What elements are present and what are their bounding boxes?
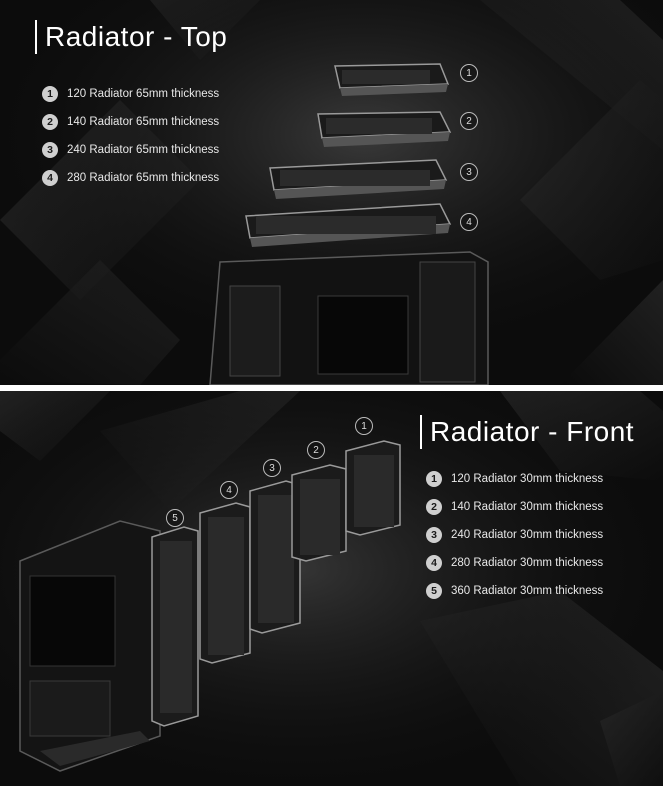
list-item: 2 140 Radiator 30mm thickness bbox=[426, 493, 603, 521]
number-badge: 3 bbox=[42, 142, 58, 158]
number-badge: 1 bbox=[426, 471, 442, 487]
spec-label: 120 Radiator 65mm thickness bbox=[67, 88, 220, 100]
number-badge: 2 bbox=[42, 114, 58, 130]
spec-list-top: 1 120 Radiator 65mm thickness 2 140 Radiat… bbox=[42, 80, 219, 192]
radiator-140-icon bbox=[317, 111, 452, 147]
number-badge: 2 bbox=[426, 499, 442, 515]
number-badge: 1 bbox=[42, 86, 58, 102]
title-group-front: Radiator - Front bbox=[420, 415, 634, 449]
radiator-120-icon bbox=[345, 440, 401, 536]
spec-label: 240 Radiator 65mm thickness bbox=[67, 144, 220, 156]
radiator-front-panel: Radiator - Front 1 120 Radiator 30mm thic… bbox=[0, 391, 663, 786]
radiator-280-icon bbox=[245, 203, 452, 247]
radiator-top-panel: Radiator - Top 1 120 Radiator 65mm thickn… bbox=[0, 0, 663, 385]
number-badge: 3 bbox=[426, 527, 442, 543]
list-item: 3 240 Radiator 65mm thickness bbox=[42, 136, 219, 164]
title-group-top: Radiator - Top bbox=[35, 20, 227, 54]
spec-label: 120 Radiator 30mm thickness bbox=[451, 473, 604, 485]
number-badge: 4 bbox=[42, 170, 58, 186]
radiator-front-illustration bbox=[19, 440, 401, 772]
callout-4: 4 bbox=[460, 213, 478, 231]
radiator-360-icon bbox=[151, 526, 199, 727]
number-badge: 5 bbox=[426, 583, 442, 599]
list-item: 5 360 Radiator 30mm thickness bbox=[426, 577, 603, 605]
list-item: 3 240 Radiator 30mm thickness bbox=[426, 521, 603, 549]
callout-4: 4 bbox=[220, 481, 238, 499]
callout-3: 3 bbox=[460, 163, 478, 181]
callout-1: 1 bbox=[460, 64, 478, 82]
callout-2: 2 bbox=[460, 112, 478, 130]
radiator-240-icon bbox=[249, 480, 301, 634]
spec-label: 140 Radiator 30mm thickness bbox=[451, 501, 604, 513]
spec-label: 280 Radiator 30mm thickness bbox=[451, 557, 604, 569]
spec-label: 280 Radiator 65mm thickness bbox=[67, 172, 220, 184]
page-title-top: Radiator - Top bbox=[45, 21, 228, 52]
title-accent-bar bbox=[420, 415, 422, 449]
list-item: 4 280 Radiator 65mm thickness bbox=[42, 164, 219, 192]
callout-3: 3 bbox=[263, 459, 281, 477]
title-accent-bar bbox=[35, 20, 37, 54]
number-badge: 4 bbox=[426, 555, 442, 571]
radiator-280-icon bbox=[199, 502, 251, 664]
spec-label: 140 Radiator 65mm thickness bbox=[67, 116, 220, 128]
list-item: 1 120 Radiator 65mm thickness bbox=[42, 80, 219, 108]
radiator-240-icon bbox=[269, 159, 448, 199]
radiator-stack-illustration bbox=[209, 63, 489, 385]
list-item: 4 280 Radiator 30mm thickness bbox=[426, 549, 603, 577]
spec-label: 360 Radiator 30mm thickness bbox=[451, 585, 604, 597]
callout-1: 1 bbox=[355, 417, 373, 435]
callout-2: 2 bbox=[307, 441, 325, 459]
callout-5: 5 bbox=[166, 509, 184, 527]
radiator-140-icon bbox=[291, 464, 347, 562]
panel-divider bbox=[0, 385, 663, 391]
pc-case-icon bbox=[19, 520, 161, 772]
list-item: 2 140 Radiator 65mm thickness bbox=[42, 108, 219, 136]
radiator-120-icon bbox=[334, 63, 450, 96]
list-item: 1 120 Radiator 30mm thickness bbox=[426, 465, 603, 493]
spec-label: 240 Radiator 30mm thickness bbox=[451, 529, 604, 541]
spec-list-front: 1 120 Radiator 30mm thickness 2 140 Radiat… bbox=[426, 465, 603, 605]
pc-case-icon bbox=[209, 251, 489, 385]
page-title-front: Radiator - Front bbox=[430, 416, 635, 447]
